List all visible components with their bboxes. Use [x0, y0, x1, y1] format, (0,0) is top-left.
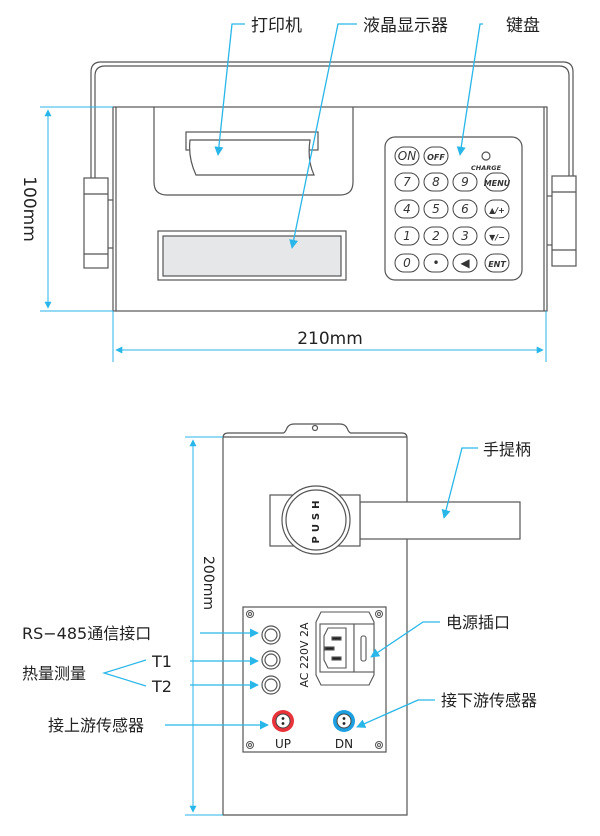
key-label: ◀ — [460, 256, 470, 270]
rear-callouts — [101, 447, 478, 730]
key-label: 1 — [403, 229, 411, 243]
rear-jacks — [261, 625, 281, 695]
key-4-1[interactable]: • — [423, 253, 449, 273]
heat-bracket-line — [101, 659, 147, 687]
key-4-0[interactable]: 0 — [394, 253, 420, 273]
screw-icon — [246, 741, 254, 749]
upstream-label: 接上游传感器 — [48, 716, 144, 735]
key-label: ENT — [488, 260, 506, 269]
front-height-label: 100mm — [19, 176, 39, 242]
t1-jack[interactable] — [261, 650, 281, 670]
left-handle-bracket — [83, 177, 113, 269]
screw-icon — [246, 610, 254, 618]
right-handle-bracket — [547, 175, 577, 267]
key-1-2[interactable]: 9 — [452, 172, 478, 192]
key-2-2[interactable]: 6 — [452, 199, 478, 219]
charge-led — [481, 151, 491, 161]
keypad-callout-line — [456, 23, 483, 156]
printer-label: 打印机 — [251, 16, 302, 36]
front-dimensions — [40, 106, 547, 362]
key-label: 6 — [461, 202, 469, 216]
downstream-label: 接下游传感器 — [441, 691, 537, 710]
printer-paper — [189, 139, 315, 176]
t2-label: T2 — [151, 677, 172, 696]
key-1-3[interactable]: MENU — [484, 172, 511, 192]
carry-handle — [90, 61, 574, 178]
hanging-hole — [311, 424, 319, 432]
key-2-1[interactable]: 5 — [423, 199, 449, 219]
rs485-label: RS−485通信接口 — [22, 624, 151, 643]
key-3-0[interactable]: 1 — [394, 226, 420, 246]
rear-handle-strap — [359, 501, 521, 540]
front-width-label: 210mm — [297, 329, 363, 349]
key-4-3[interactable]: ENT — [484, 253, 510, 273]
handle-label: 手提柄 — [483, 440, 531, 459]
key-label: 7 — [403, 175, 411, 189]
push-button-inner — [285, 489, 347, 551]
power-rating-label: AC 220V 2A — [298, 622, 311, 688]
front-callouts — [214, 23, 483, 249]
key-1-0[interactable]: 7 — [394, 172, 420, 192]
key-label: ▼/− — [489, 233, 505, 242]
key-0-1[interactable]: OFF — [423, 146, 449, 166]
lcd-label: 液晶显示器 — [363, 16, 448, 36]
lcd-screen — [162, 235, 342, 277]
key-3-3[interactable]: ▼/− — [484, 226, 510, 246]
rs485-jack[interactable] — [261, 625, 281, 645]
key-label: 9 — [461, 175, 469, 189]
key-label: ON — [398, 149, 416, 163]
power-socket[interactable] — [315, 611, 375, 686]
rear-dimensions — [185, 436, 223, 816]
downstream-callout-line — [356, 699, 435, 728]
handle-callout-line — [441, 447, 478, 519]
push-label: PUSH — [311, 496, 322, 543]
key-label: 3 — [461, 229, 469, 243]
keypad-keys: ON OFF 7 8 9 MENU 4 5 6 ▲/+ 1 2 3 ▼/− 0 • ◀ ENT — [394, 146, 511, 273]
key-label: MENU — [484, 179, 511, 188]
key-2-0[interactable]: 4 — [394, 199, 420, 219]
up-port-label: UP — [275, 737, 291, 751]
power-callout-line — [370, 621, 440, 658]
t2-jack[interactable] — [261, 675, 281, 695]
rear-height-label: 200mm — [200, 556, 216, 610]
key-2-3[interactable]: ▲/+ — [484, 199, 510, 219]
key-1-1[interactable]: 8 — [423, 172, 449, 192]
key-label: OFF — [427, 153, 445, 162]
screw-icon — [375, 610, 383, 618]
key-label: ▲/+ — [489, 206, 505, 215]
key-label: • — [432, 256, 439, 270]
key-3-1[interactable]: 2 — [423, 226, 449, 246]
keypad-label: 键盘 — [506, 16, 540, 36]
dn-port-label: DN — [335, 737, 353, 751]
key-label: 8 — [432, 175, 440, 189]
printer-callout-line — [214, 23, 245, 156]
t1-label: T1 — [151, 652, 172, 671]
dn-port[interactable] — [333, 710, 355, 732]
screw-icon — [375, 741, 383, 749]
key-3-2[interactable]: 3 — [452, 226, 478, 246]
charge-label: CHARGE — [471, 164, 502, 172]
key-label: 0 — [403, 256, 411, 270]
lcd-callout-line — [289, 23, 357, 249]
key-label: 4 — [403, 202, 411, 216]
heat-label: 热量测量 — [22, 664, 86, 683]
key-4-2[interactable]: ◀ — [452, 253, 478, 273]
key-label: 5 — [432, 202, 440, 216]
printer-recess — [153, 107, 354, 196]
key-0-0[interactable]: ON — [394, 146, 420, 166]
key-label: 2 — [432, 229, 440, 243]
push-button-outer[interactable] — [281, 485, 351, 555]
up-port[interactable] — [272, 710, 294, 732]
power-label: 电源插口 — [446, 613, 510, 632]
